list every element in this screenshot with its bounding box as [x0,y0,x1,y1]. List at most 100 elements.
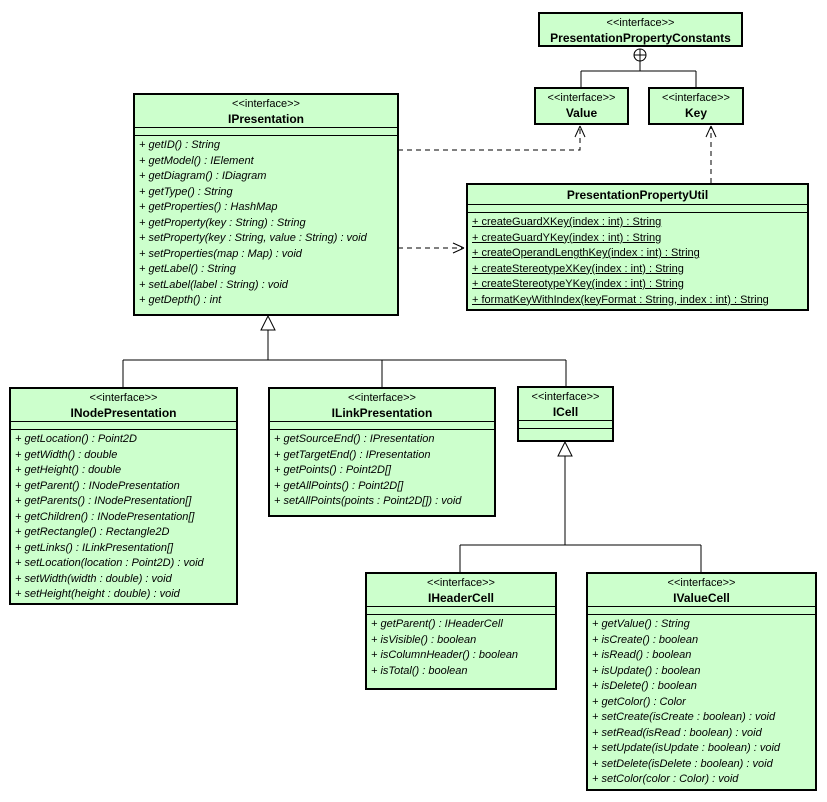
operation: + getParents() : INodePresentation[] [15,495,192,507]
class-name: IPresentation [227,112,305,126]
operation: + createOperandLengthKey(index : int) : … [472,247,700,259]
operation: + getRectangle() : Rectangle2D [15,526,170,538]
class-header: <<interface>> INodePresentation [11,389,236,421]
dependency-arrow-util-to-key [705,125,717,183]
operation: + createGuardYKey(index : int) : String [472,231,662,244]
operation: + createGuardXKey(index : int) : String [472,216,662,228]
operation: + isVisible() : boolean [371,633,477,646]
generalization-triangle-icon [260,314,276,331]
generalization-connector-to-ipresentation [122,314,567,387]
operation: + setWidth(width : double) : void [15,572,172,585]
operation: + getWidth() : double [15,448,118,461]
operation: + getLabel() : String [139,263,236,275]
operation: + getHeight() : double [15,464,122,476]
class-box-value[interactable]: <<interface>> Value [534,87,629,125]
dependency-arrow-ipresentation-to-value [398,125,586,151]
class-name: ICell [552,405,579,419]
operation: + setCreate(isCreate : boolean) : void [592,711,776,723]
operation: + isCreate() : boolean [592,633,699,646]
operation: + getLinks() : ILinkPresentation[] [15,541,174,554]
class-stereotype: <<interface>> [348,392,416,404]
class-header: <<interface>> IPresentation [135,95,397,127]
operation: + formatKeyWithIndex(keyFormat : String,… [472,293,769,306]
operations-compartment: + getID() : String+ getModel() : IElemen… [135,136,397,314]
operation: + getColor() : Color [592,695,686,708]
class-box-presentation-property-constants[interactable]: <<interface>> PresentationPropertyConsta… [538,12,743,47]
operation: + isUpdate() : boolean [592,664,701,677]
operation: + getChildren() : INodePresentation[] [15,510,195,523]
operation: + isDelete() : boolean [592,680,697,692]
operation: + setColor(color : Color) : void [592,773,739,785]
class-stereotype: <<interface>> [427,577,495,589]
class-box-ipresentation[interactable]: <<interface>> IPresentation + getID() : … [133,93,399,316]
operation: + getID() : String [139,139,221,151]
class-header: PresentationPropertyUtil [468,185,807,204]
operation: + getValue() : String [592,618,690,630]
operation: + setDelete(isDelete : boolean) : void [592,757,773,770]
class-name: Key [684,106,707,120]
class-header: <<interface>> Value [536,89,627,121]
operations-compartment: + getParent() : IHeaderCell + isVisible()… [367,615,555,688]
operation: + getType() : String [139,185,233,198]
class-box-key[interactable]: <<interface>> Key [648,87,744,125]
class-box-iheader-cell[interactable]: <<interface>> IHeaderCell + getParent() … [365,572,557,690]
attributes-compartment [367,606,555,615]
class-name: Value [565,106,598,120]
attributes-compartment [519,420,612,429]
operations-compartment: + getValue() : String + isCreate() : bool… [588,615,815,789]
class-box-presentation-property-util[interactable]: PresentationPropertyUtil + createGuardXK… [466,183,809,311]
generalization-triangle-icon [557,440,573,457]
class-stereotype: <<interface>> [662,92,730,104]
operation: + setRead(isRead : boolean) : void [592,726,762,739]
operation: + getParent() : INodePresentation [15,479,180,492]
class-name: IValueCell [673,591,730,605]
operation: + getDiagram() : IDiagram [139,170,267,182]
operations-compartment: + getSourceEnd() : IPresentation+ getTar… [270,430,494,515]
class-box-inode-presentation[interactable]: <<interface>> INodePresentation + getLoc… [9,387,238,605]
operation: + isColumnHeader() : boolean [371,649,519,661]
operations-compartment: + getLocation() : Point2D + getWidth() : … [11,430,236,603]
class-box-icell[interactable]: <<interface>> ICell [517,386,614,442]
attributes-compartment [135,127,397,136]
class-header: <<interface>> ILinkPresentation [270,389,494,421]
class-name: ILinkPresentation [331,406,433,420]
operation: + getProperty(key : String) : String [139,216,306,229]
attributes-compartment [468,204,807,213]
class-header: <<interface>> IHeaderCell [367,574,555,606]
operation: + createStereotypeYKey(index : int) : St… [472,278,684,290]
dependency-arrow-ipresentation-to-util [398,242,465,254]
operation: + setProperties(map : Map) : void [139,247,302,260]
operation: + getParent() : IHeaderCell [371,618,503,630]
operation: + setProperty(key : String, value : Stri… [139,232,367,244]
class-stereotype: <<interface>> [606,17,675,29]
class-header: <<interface>> Key [650,89,742,121]
operation: + isRead() : boolean [592,649,692,661]
operation: + setUpdate(isUpdate : boolean) : void [592,742,781,754]
operations-compartment [519,429,612,440]
operation: + setHeight(height : double) : void [15,588,180,600]
class-name: PresentationPropertyUtil [566,188,709,202]
operation: + setAllPoints(points : Point2D[]) : voi… [274,495,462,507]
class-stereotype: <<interface>> [232,98,300,110]
operation: + getLocation() : Point2D [15,433,137,445]
attributes-compartment [11,421,236,430]
class-box-ivalue-cell[interactable]: <<interface>> IValueCell + getValue() : … [586,572,817,791]
class-header: <<interface>> PresentationPropertyConsta… [540,14,741,46]
operation: + setLabel(label : String) : void [139,278,288,291]
class-name: PresentationPropertyConstants [550,31,731,45]
class-stereotype: <<interface>> [667,577,736,589]
operation: + createStereotypeXKey(index : int) : St… [472,262,684,275]
operation: + getPoints() : Point2D[] [274,464,392,476]
containment-connector-constants-to-value-key [580,48,697,87]
operation: + getProperties() : HashMap [139,201,278,213]
class-stereotype: <<interface>> [531,391,600,403]
class-stereotype: <<interface>> [547,92,616,104]
class-box-ilink-presentation[interactable]: <<interface>> ILinkPresentation + getSou… [268,387,496,517]
operation: + isTotal() : boolean [371,664,468,677]
operation: + setLocation(location : Point2D) : void [15,557,204,569]
class-header: <<interface>> IValueCell [588,574,815,606]
class-name: IHeaderCell [427,591,495,605]
class-stereotype: <<interface>> [89,392,158,404]
